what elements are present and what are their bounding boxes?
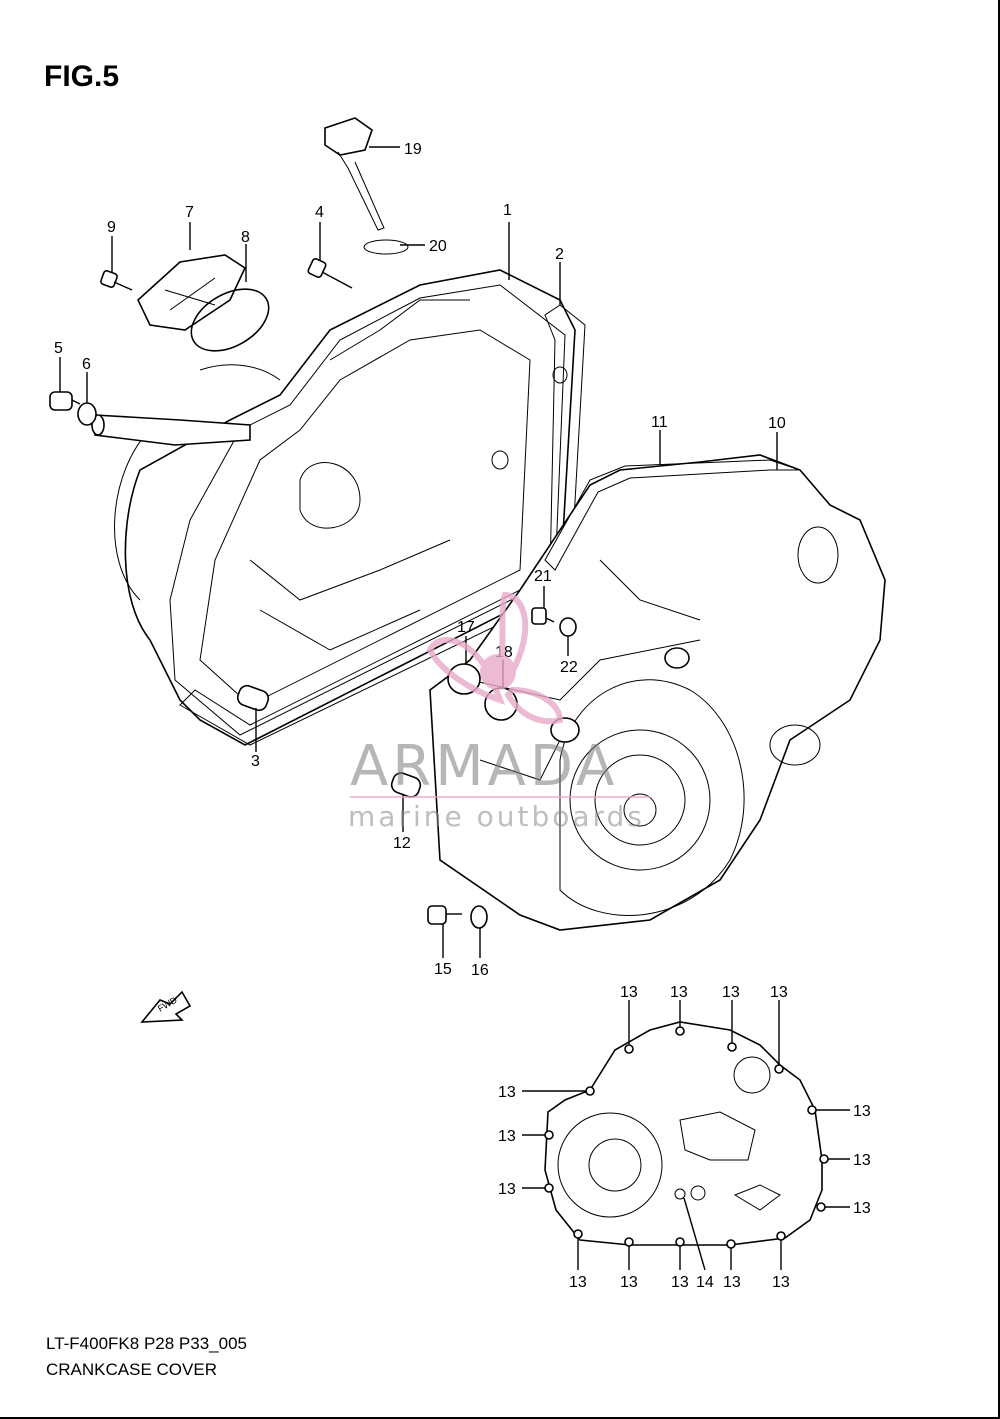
watermark-tagline: marine outboards bbox=[348, 800, 645, 833]
figure-title: FIG.5 bbox=[44, 60, 120, 93]
bolt-9 bbox=[100, 270, 133, 291]
callout-7: 7 bbox=[185, 204, 194, 221]
bolt-4 bbox=[307, 257, 353, 289]
callout-13: 13 bbox=[723, 1274, 741, 1291]
crankcase-right bbox=[429, 454, 886, 931]
o-ring-20 bbox=[363, 239, 409, 255]
callout-13: 13 bbox=[620, 984, 638, 1001]
callout-3: 3 bbox=[251, 753, 260, 770]
o-ring-8 bbox=[190, 288, 270, 352]
propeller-logo-icon bbox=[426, 591, 564, 725]
gasket-11 bbox=[544, 459, 801, 571]
callout-14: 14 bbox=[696, 1274, 714, 1291]
callout-8: 8 bbox=[241, 229, 250, 246]
callout-13: 13 bbox=[670, 984, 688, 1001]
callout-13: 13 bbox=[853, 1103, 871, 1120]
callout-13: 13 bbox=[671, 1274, 689, 1291]
callout-16: 16 bbox=[471, 962, 489, 979]
callout-13: 13 bbox=[620, 1274, 638, 1291]
fwd-arrow-icon: FWD bbox=[140, 990, 192, 1023]
callout-5: 5 bbox=[54, 340, 63, 357]
callout-13: 13 bbox=[569, 1274, 587, 1291]
callout-13: 13 bbox=[498, 1128, 516, 1145]
callout-21: 21 bbox=[534, 568, 552, 585]
callout-4: 4 bbox=[315, 204, 324, 221]
callout-11: 11 bbox=[651, 414, 668, 431]
callout-13: 13 bbox=[770, 984, 788, 1001]
crankcase-cover-left bbox=[91, 269, 576, 746]
dipstick-19 bbox=[324, 117, 385, 231]
armada-watermark: ARMADA marine outboards bbox=[348, 591, 650, 833]
callout-20: 20 bbox=[429, 238, 447, 255]
callout-labels: 19 20 1 2 4 9 7 8 5 6 11 10 3 12 21 22 1… bbox=[54, 141, 871, 1291]
bolt-15 bbox=[427, 905, 462, 925]
diagram-caption: CRANKCASE COVER bbox=[46, 1360, 217, 1379]
watermark-brand: ARMADA bbox=[350, 734, 618, 799]
callout-6: 6 bbox=[82, 356, 91, 373]
callout-17: 17 bbox=[457, 619, 475, 636]
leader-lines bbox=[59, 146, 850, 1271]
callout-13: 13 bbox=[498, 1181, 516, 1198]
callout-13: 13 bbox=[853, 1200, 871, 1217]
callout-2: 2 bbox=[555, 246, 564, 263]
washer-16 bbox=[470, 905, 488, 929]
callout-9: 9 bbox=[107, 219, 116, 236]
callout-19: 19 bbox=[404, 141, 422, 158]
bolt-21 bbox=[531, 607, 555, 625]
callout-13: 13 bbox=[498, 1084, 516, 1101]
dowel-pin bbox=[236, 684, 270, 712]
callout-12: 12 bbox=[393, 835, 411, 852]
washer-6 bbox=[77, 402, 97, 426]
callout-22: 22 bbox=[560, 659, 578, 676]
washer-22 bbox=[559, 617, 577, 637]
cover-cap-7 bbox=[137, 254, 247, 331]
model-code: LT-F400FK8 P28 P33_005 bbox=[46, 1334, 247, 1353]
plug-5 bbox=[49, 391, 81, 411]
callout-15: 15 bbox=[434, 961, 452, 978]
callout-1: 1 bbox=[503, 202, 512, 219]
callout-13: 13 bbox=[722, 984, 740, 1001]
cover-plan-view bbox=[544, 1021, 829, 1249]
callout-10: 10 bbox=[768, 415, 786, 432]
dowel-12 bbox=[390, 772, 422, 798]
callout-13: 13 bbox=[772, 1274, 790, 1291]
callout-13: 13 bbox=[853, 1152, 871, 1169]
